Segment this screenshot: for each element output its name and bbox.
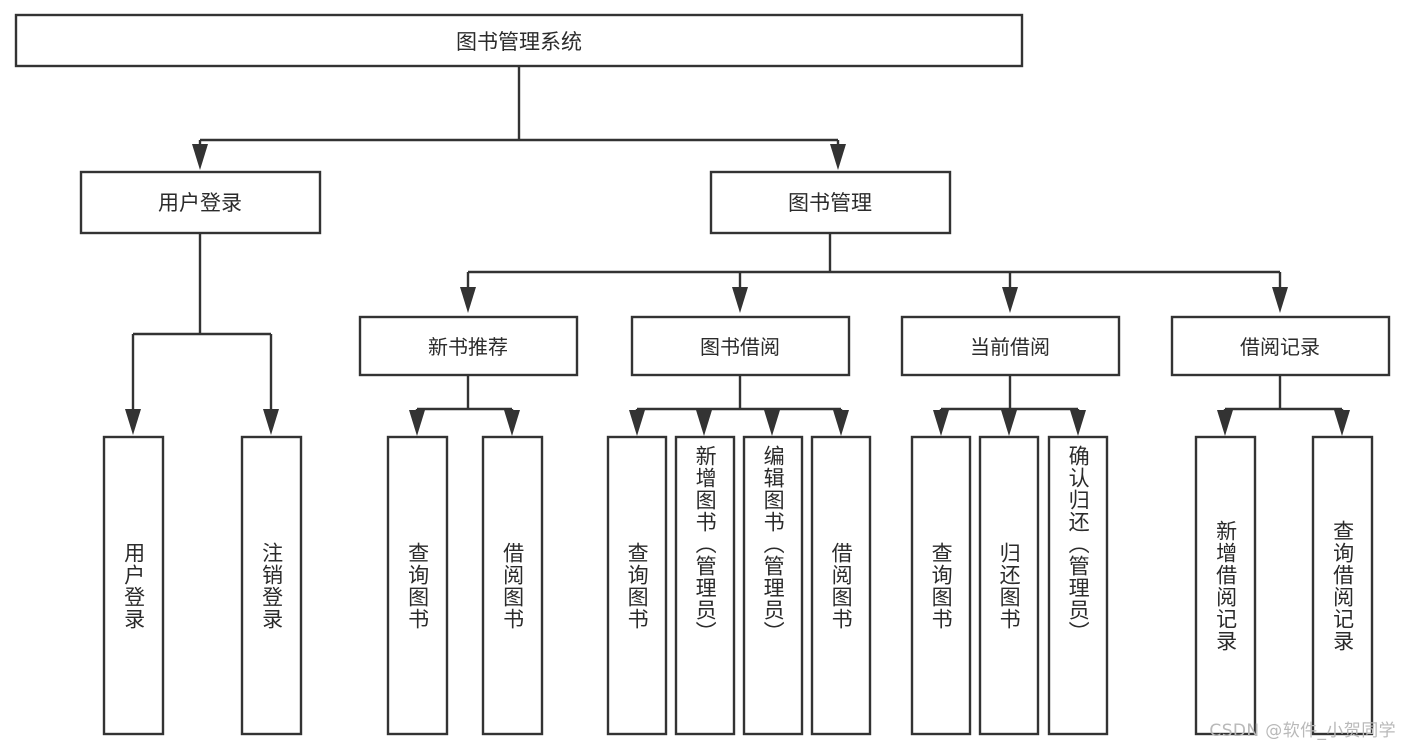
connector-bookborrow-to-leaves xyxy=(629,375,849,436)
node-user-login[interactable]: 用户登录 xyxy=(79,170,322,235)
leaf-box[interactable] xyxy=(810,435,872,736)
node-new-book-recommend-label: 新书推荐 xyxy=(428,335,508,359)
leaf-box[interactable] xyxy=(102,435,165,736)
node-root[interactable]: 图书管理系统 xyxy=(14,13,1024,68)
leaf-box[interactable] xyxy=(674,435,736,736)
connector-userlogin-to-leaves xyxy=(125,233,279,435)
leaf-box[interactable] xyxy=(606,435,668,736)
node-user-login-label: 用户登录 xyxy=(158,191,242,215)
leaf-box[interactable] xyxy=(240,435,303,736)
connector-newbook-to-leaves xyxy=(409,375,520,436)
node-book-borrow[interactable]: 图书借阅 xyxy=(630,315,851,377)
leaf-boxes-book-borrow xyxy=(606,435,872,736)
leaf-box[interactable] xyxy=(481,435,544,736)
leaf-boxes-borrow-record xyxy=(1194,435,1374,736)
connector-bookmgmt-to-level3 xyxy=(460,233,1288,313)
connector-root-to-level2 xyxy=(192,66,846,170)
leaf-box[interactable] xyxy=(386,435,449,736)
node-book-borrow-label: 图书借阅 xyxy=(700,335,780,359)
leaf-box[interactable] xyxy=(742,435,804,736)
node-borrow-record-label: 借阅记录 xyxy=(1240,335,1320,359)
leaf-box[interactable] xyxy=(1311,435,1374,736)
node-book-management-label: 图书管理 xyxy=(788,191,872,215)
node-borrow-record[interactable]: 借阅记录 xyxy=(1170,315,1391,377)
watermark: CSDN @软件_小贺同学 xyxy=(1209,721,1396,741)
leaf-boxes-current-borrow xyxy=(910,435,1109,736)
node-current-borrow-label: 当前借阅 xyxy=(970,335,1050,359)
connector-currentborrow-to-leaves xyxy=(933,375,1086,436)
connector-borrowrecord-to-leaves xyxy=(1217,375,1350,436)
node-root-label: 图书管理系统 xyxy=(456,30,582,54)
node-book-management[interactable]: 图书管理 xyxy=(709,170,952,235)
leaf-box[interactable] xyxy=(978,435,1040,736)
leaf-box[interactable] xyxy=(1047,435,1109,736)
node-new-book-recommend[interactable]: 新书推荐 xyxy=(358,315,579,377)
leaf-box[interactable] xyxy=(910,435,972,736)
leaf-boxes-new-book-recommend xyxy=(386,435,544,736)
leaf-boxes-user-login xyxy=(102,435,303,736)
node-current-borrow[interactable]: 当前借阅 xyxy=(900,315,1121,377)
leaf-box[interactable] xyxy=(1194,435,1257,736)
